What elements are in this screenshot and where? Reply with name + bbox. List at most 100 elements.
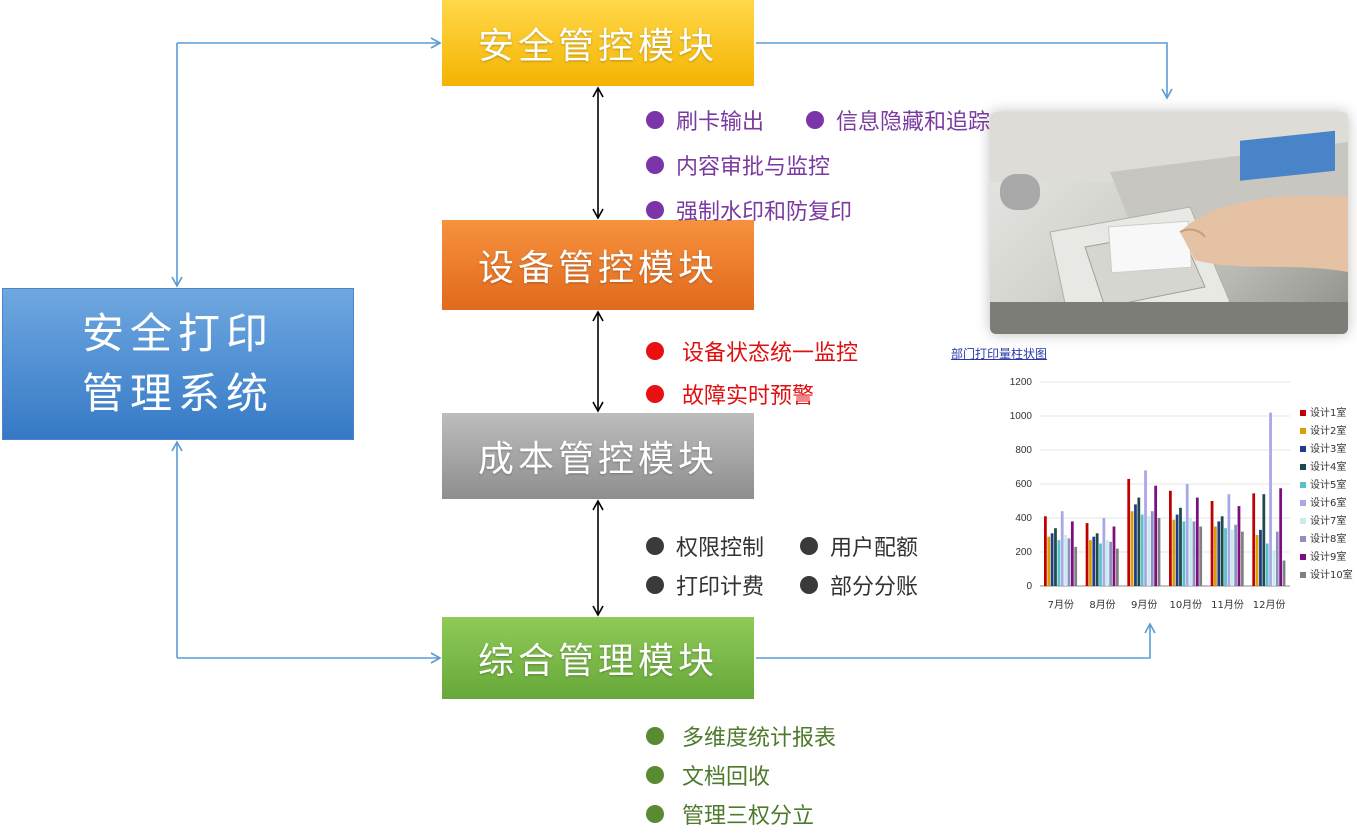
y-tick-label: 1000 — [1010, 411, 1033, 422]
bullet-icon — [646, 576, 664, 594]
bar — [1275, 531, 1279, 586]
bullet-icon — [646, 156, 664, 174]
x-tick-label: 9月份 — [1131, 599, 1157, 611]
bar — [1134, 504, 1137, 586]
bullet-icon — [800, 537, 818, 555]
bar — [1185, 484, 1189, 586]
bar — [1230, 529, 1234, 586]
bullet-icon — [646, 342, 664, 360]
bar — [1105, 540, 1109, 586]
bar — [1140, 514, 1144, 586]
legend-label: 设计7室 — [1310, 514, 1346, 527]
bar — [1144, 470, 1147, 586]
legend-swatch — [1300, 500, 1306, 506]
bar — [1179, 507, 1182, 586]
feature-item: 信息隐藏和追踪 — [806, 104, 990, 136]
bar — [1150, 511, 1154, 586]
bar — [1265, 543, 1269, 586]
bar — [1259, 529, 1262, 586]
bar — [1089, 540, 1092, 586]
bar — [1262, 494, 1266, 586]
bar — [1112, 526, 1116, 586]
bar — [1279, 488, 1283, 586]
x-tick-label: 12月份 — [1253, 599, 1286, 611]
bar — [1044, 516, 1047, 586]
feature-item: 权限控制 — [646, 530, 764, 562]
feature-item: 内容审批与监控 — [646, 149, 830, 181]
bullet-icon — [646, 201, 664, 219]
bar — [1092, 536, 1096, 586]
legend-swatch — [1300, 554, 1306, 560]
y-tick-label: 600 — [1015, 479, 1032, 490]
bar — [1060, 511, 1064, 586]
system-title-line1: 安全打印 — [81, 309, 274, 358]
bar — [1130, 511, 1134, 586]
bar — [1240, 531, 1244, 586]
bar — [1109, 541, 1112, 586]
bar — [1175, 514, 1179, 586]
legend-swatch — [1300, 446, 1306, 452]
y-tick-label: 800 — [1015, 445, 1032, 456]
bar — [1074, 546, 1078, 586]
y-tick-label: 1200 — [1010, 377, 1033, 388]
card-reader-photo — [990, 112, 1348, 334]
x-tick-label: 11月份 — [1211, 599, 1244, 611]
y-tick-label: 0 — [1026, 581, 1032, 592]
bar — [1095, 533, 1099, 586]
legend-label: 设计10室 — [1310, 568, 1353, 581]
bar — [1189, 518, 1192, 586]
legend-swatch — [1300, 572, 1306, 578]
feature-item: 强制水印和防复印 — [646, 194, 852, 226]
bullet-icon — [646, 385, 664, 403]
bar — [1085, 523, 1089, 586]
bar — [1127, 478, 1131, 586]
system-box: 安全打印 管理系统 — [2, 288, 354, 440]
legend-label: 设计1室 — [1310, 406, 1346, 419]
bar — [1067, 538, 1071, 586]
bullet-icon — [646, 111, 664, 129]
legend-label: 设计9室 — [1310, 550, 1346, 563]
bar — [1115, 548, 1119, 586]
security-module: 安全管控模块 — [442, 0, 754, 86]
feature-item: 设备状态统一监控 — [646, 335, 858, 367]
bar — [1070, 521, 1074, 586]
bar — [1272, 550, 1276, 586]
legend-swatch — [1300, 518, 1306, 524]
bar — [1269, 412, 1272, 586]
feature-item: 用户配额 — [800, 530, 918, 562]
feature-item: 文档回收 — [646, 759, 770, 791]
bar — [1282, 560, 1286, 586]
bar — [1192, 521, 1196, 586]
system-title-line2: 管理系统 — [81, 369, 274, 418]
x-tick-label: 7月份 — [1048, 599, 1074, 611]
bar — [1050, 533, 1054, 586]
bar — [1227, 494, 1231, 586]
legend-label: 设计6室 — [1310, 496, 1346, 509]
bullet-icon — [646, 805, 664, 823]
feature-item: 部分分账 — [800, 569, 918, 601]
bar — [1054, 528, 1057, 586]
feature-item: 刷卡输出 — [646, 104, 764, 136]
card-swipe-illustration — [990, 112, 1348, 334]
bar — [1217, 521, 1221, 586]
bar — [1047, 536, 1051, 586]
legend-label: 设计2室 — [1310, 424, 1346, 437]
bar — [1169, 490, 1172, 586]
bar — [1210, 501, 1214, 586]
bar — [1099, 543, 1102, 586]
bar — [1234, 524, 1237, 586]
bar — [1237, 506, 1241, 586]
legend-swatch — [1300, 410, 1306, 416]
bullet-icon — [806, 111, 824, 129]
bar — [1172, 519, 1176, 586]
bar — [1154, 485, 1158, 586]
feature-item: 故障实时预警 — [646, 378, 814, 410]
bullet-icon — [646, 727, 664, 745]
y-tick-label: 200 — [1015, 547, 1032, 558]
legend-swatch — [1300, 536, 1306, 542]
x-tick-label: 8月份 — [1089, 599, 1115, 611]
legend-label: 设计5室 — [1310, 478, 1346, 491]
bar — [1220, 516, 1224, 586]
y-tick-label: 400 — [1015, 513, 1032, 524]
bar — [1102, 518, 1106, 586]
